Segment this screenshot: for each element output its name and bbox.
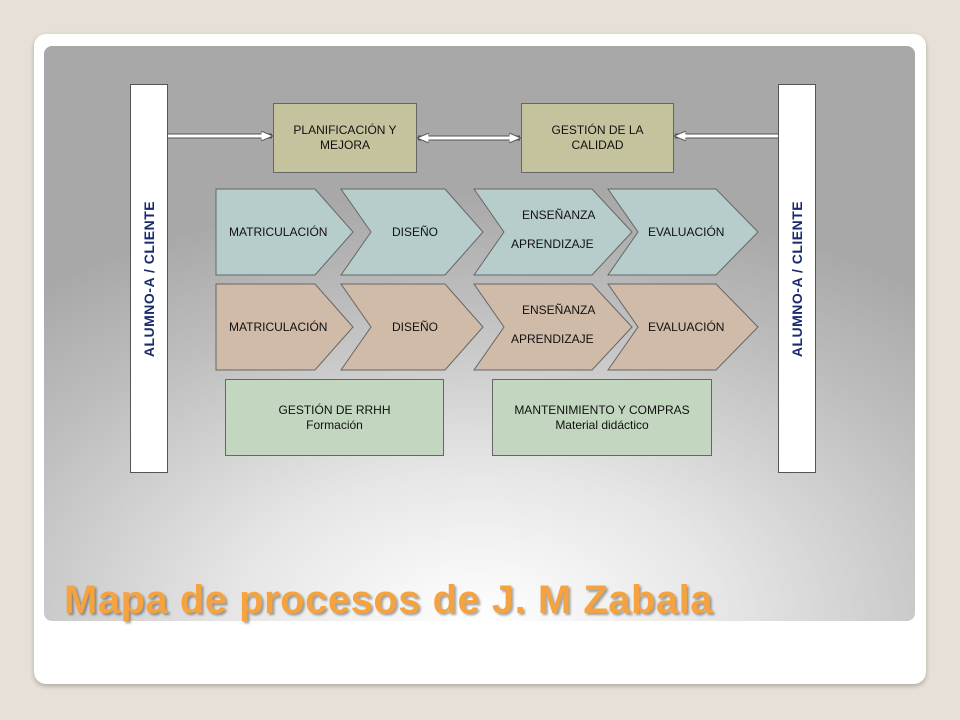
rrhh-line-2: Formación: [306, 417, 363, 432]
client-label-right: ALUMNO-A / CLIENTE: [789, 200, 805, 357]
chevron-ensenanza-row-1: [473, 188, 633, 276]
chevron-evaluacion-row-2: [607, 283, 759, 371]
chevron-ensenanza-label-row-1: ENSEÑANZA: [522, 208, 595, 222]
planificacion-line-2: MEJORA: [319, 138, 370, 152]
key-process-rows: MATRICULACIÓN DISEÑO ENSEÑANZA APRENDIZAJE E…: [215, 188, 759, 371]
chevron-evaluacion-label-row-1: EVALUACIÓN: [648, 224, 724, 239]
mantenimiento-line-2: Material didáctico: [555, 417, 649, 432]
strategic-planificacion-box: PLANIFICACIÓN Y MEJORA: [273, 103, 417, 173]
chevron-matriculacion-row-2: [215, 283, 354, 371]
gestion-calidad-line-2: CALIDAD: [571, 138, 624, 152]
chevron-evaluacion-label-row-2: EVALUACIÓN: [648, 319, 724, 334]
mantenimiento-line-1: MANTENIMIENTO Y COMPRAS: [514, 402, 690, 417]
client-label-left: ALUMNO-A / CLIENTE: [141, 200, 157, 357]
chevron-aprendizaje-label-row-1: APRENDIZAJE: [511, 237, 594, 251]
rrhh-line-1: GESTIÓN DE RRHH: [278, 402, 391, 417]
support-rrhh-box: GESTIÓN DE RRHH Formación: [225, 379, 444, 456]
chevron-evaluacion-row-1: [607, 188, 759, 276]
chevron-diseno-row-2: [340, 283, 484, 371]
chevron-matriculacion-label-row-1: MATRICULACIÓN: [229, 224, 327, 239]
support-mantenimiento-box: MANTENIMIENTO Y COMPRAS Material didácti…: [492, 379, 712, 456]
client-bar-right: ALUMNO-A / CLIENTE: [778, 84, 816, 473]
chevron-diseno-label-row-1: DISEÑO: [392, 225, 438, 239]
chevron-ensenanza-row-2: [473, 283, 633, 371]
strategic-gestion-calidad-box: GESTIÓN DE LA CALIDAD: [521, 103, 674, 173]
client-bar-left: ALUMNO-A / CLIENTE: [130, 84, 168, 473]
chevron-diseno-row-1: [340, 188, 484, 276]
chevron-diseno-label-row-2: DISEÑO: [392, 320, 438, 334]
slide-title: Mapa de procesos de J. M Zabala: [64, 578, 714, 622]
chevron-matriculacion-label-row-2: MATRICULACIÓN: [229, 319, 327, 334]
chevron-ensenanza-label-row-2: ENSEÑANZA: [522, 303, 595, 317]
chevron-matriculacion-row-1: [215, 188, 354, 276]
chevron-aprendizaje-label-row-2: APRENDIZAJE: [511, 332, 594, 346]
gestion-calidad-line-1: GESTIÓN DE LA: [551, 123, 644, 137]
planificacion-line-1: PLANIFICACIÓN Y: [293, 123, 397, 137]
connector-arrows: [158, 136, 788, 138]
